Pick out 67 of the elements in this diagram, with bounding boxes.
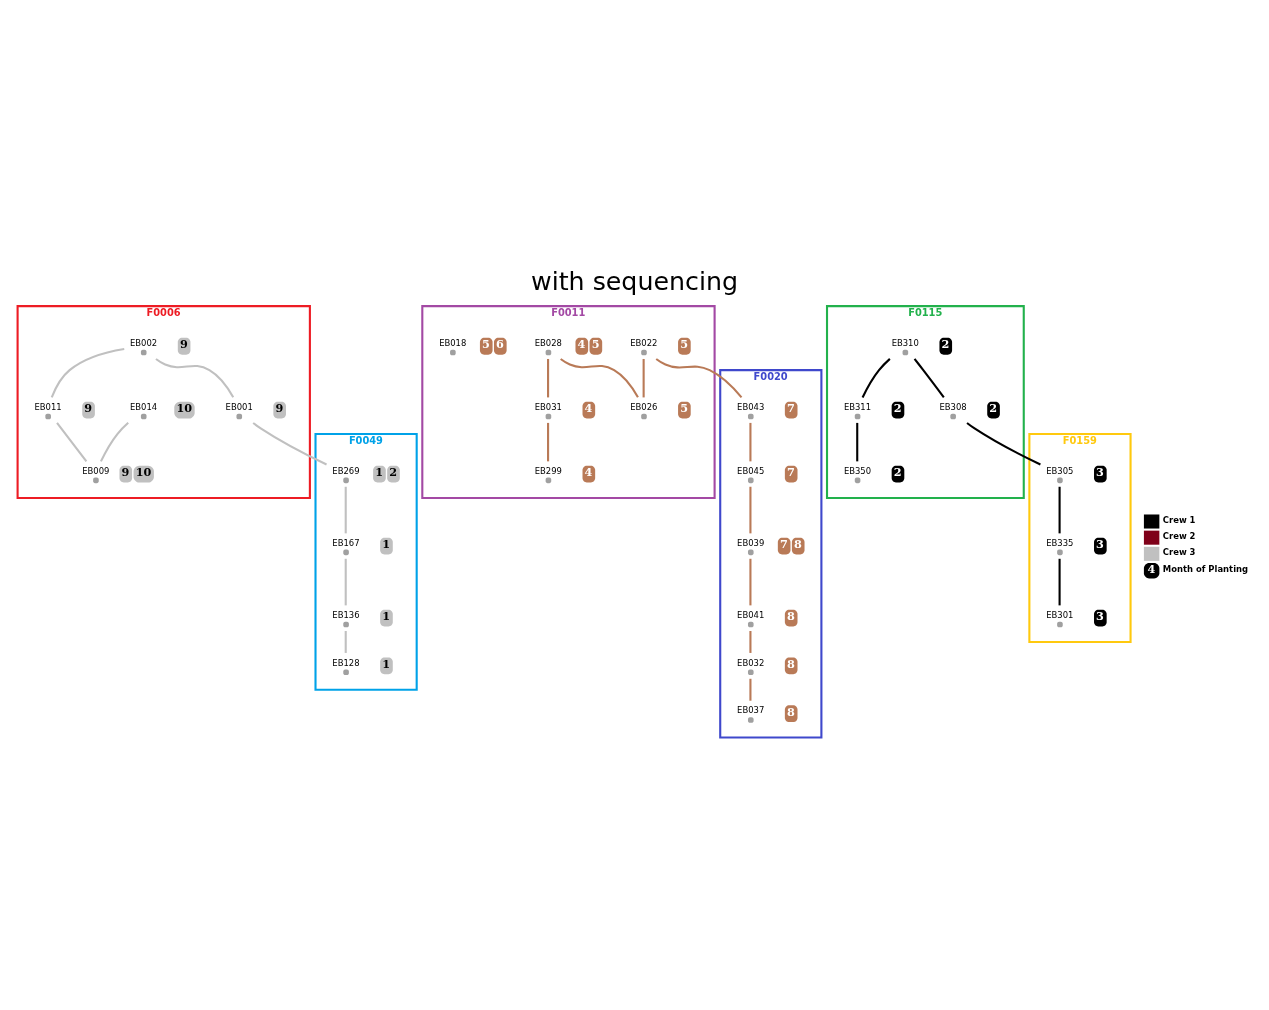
node-label: EB167 [332,537,360,548]
node-label: EB305 [1046,465,1074,476]
node-label: EB136 [332,609,360,620]
node-label: 1 [382,537,391,552]
node-label: EB269 [332,465,360,476]
node-label: 6 [496,337,504,352]
node-label: EB031 [534,401,562,412]
node-label: EB335 [1046,537,1074,548]
node-label: 8 [794,537,802,552]
legend-label: Month of Planting [1162,564,1249,575]
node-label: 7 [779,537,788,552]
node-label: 2 [893,401,902,416]
node-label: 3 [1096,465,1104,480]
node-label: EB022 [630,337,658,348]
node-label: EB308 [939,401,967,412]
node-label: EB310 [891,337,919,348]
node-label: 5 [680,337,688,352]
node-label: EB041 [737,609,765,620]
node-label: EB350 [843,465,872,476]
node-label: EB001 [225,401,253,412]
node-label: 1 [382,609,391,624]
node-label: 5 [482,337,490,352]
node-label: EB014 [130,401,158,412]
node-label: 8 [786,609,795,624]
node-label: EB028 [534,337,562,348]
node-label: EB311 [843,401,872,412]
node-label: EB301 [1046,609,1074,620]
node-label: 4 [584,401,593,416]
node-label: EB299 [534,465,562,476]
legend-label: Crew 2 [1162,531,1196,542]
node-label: EB018 [439,337,467,348]
node-label: 10 [135,465,152,480]
node-label: EB009 [82,465,110,476]
diagram-title: with sequencing [530,266,739,296]
node-label: EB037 [737,705,765,716]
node-label: 5 [680,401,688,416]
node-label: 2 [389,465,398,480]
node-label: 1 [375,465,384,480]
node-label: 9 [275,401,284,416]
node-label: EB128 [332,657,360,668]
node-label: 3 [1096,537,1104,552]
node-label: EB011 [34,401,62,412]
legend-label: Crew 3 [1162,547,1196,558]
node-label: 8 [786,656,795,671]
node-label: EB043 [737,401,765,412]
node-label: 2 [989,401,998,416]
node-label: 9 [121,465,130,480]
node-label: EB045 [737,465,765,476]
node-label: 3 [1096,609,1104,624]
node-label: EB002 [130,337,158,348]
node-label: EB039 [737,537,765,548]
node-label: EB032 [737,657,765,668]
node-label: 1 [382,656,391,671]
node-label: 4 [577,337,586,352]
legend-label: Crew 1 [1162,514,1196,525]
node-label: 5 [591,337,600,352]
node-label: 7 [786,401,795,416]
node-label: 9 [84,401,93,416]
label: 4 [1147,561,1156,576]
node-label: 7 [786,465,795,480]
node-label: 10 [176,401,193,416]
node-label: 4 [584,465,593,480]
node-label: 8 [786,704,795,719]
node-label: 2 [893,465,902,480]
node-label: 9 [179,337,188,352]
node-label: 2 [941,337,950,352]
node-label: EB026 [630,401,658,412]
